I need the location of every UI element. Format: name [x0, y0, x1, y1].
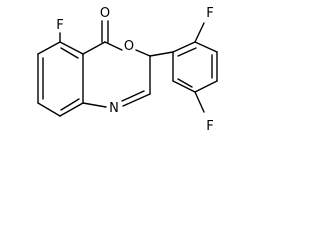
- bond: [177, 47, 197, 57]
- bond: [82, 102, 107, 108]
- molecule-structure-diagram: F O O N: [37, 6, 218, 134]
- oxazinone-ring: [82, 41, 151, 108]
- bond-c-f-bottom-right: [194, 91, 205, 113]
- benzo-ring: [37, 41, 84, 117]
- bond: [194, 80, 218, 93]
- bond: [59, 102, 84, 117]
- aryl-link-bond: [149, 51, 174, 57]
- ring-oxygen-label: O: [124, 39, 134, 54]
- bond: [37, 102, 61, 117]
- bond: [59, 41, 84, 55]
- ring-nitrogen-label: N: [109, 101, 119, 116]
- bond: [135, 49, 151, 57]
- bond-c-f-top-right: [194, 22, 205, 43]
- bond: [60, 47, 79, 59]
- bond: [60, 98, 80, 111]
- bond: [121, 90, 145, 102]
- difluorophenyl-ring: [172, 41, 218, 93]
- bond: [82, 41, 106, 55]
- bond: [194, 41, 218, 53]
- fluorine-bottom-right-label: F: [206, 119, 213, 134]
- structure-svg: F O O N: [37, 6, 218, 134]
- bond: [172, 80, 196, 93]
- bond: [37, 41, 61, 55]
- carbonyl-oxygen-label: O: [100, 6, 110, 21]
- fluorine-left-label: F: [56, 18, 63, 33]
- bond: [122, 93, 151, 107]
- bond: [177, 78, 193, 88]
- bond: [172, 41, 196, 53]
- bond: [104, 41, 123, 51]
- fluorine-top-right-label: F: [206, 6, 213, 21]
